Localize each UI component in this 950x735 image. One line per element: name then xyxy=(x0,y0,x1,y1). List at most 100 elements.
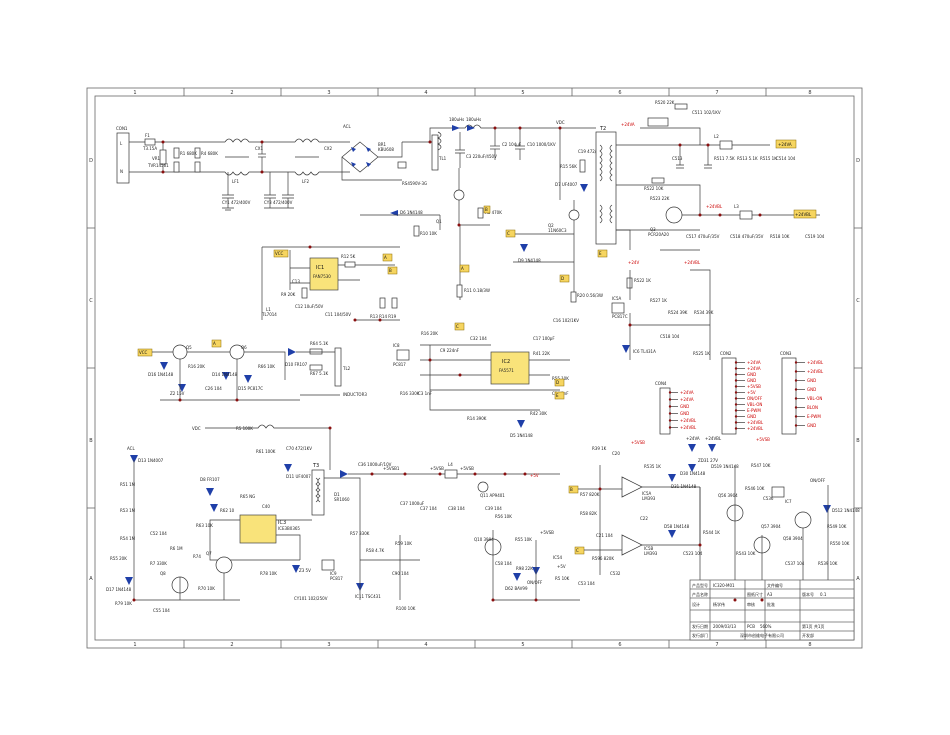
d1-value: SR1060 xyxy=(334,497,350,502)
connector-pin-node xyxy=(794,379,798,382)
l3-label: L3 xyxy=(734,204,739,209)
diode-d17 xyxy=(125,577,133,585)
diode-d62 xyxy=(513,573,521,581)
svg-text:TL2: TL2 xyxy=(342,366,351,371)
comparator-ic5a xyxy=(621,476,643,498)
ic9-label: IC9 xyxy=(330,571,337,576)
svg-text:C532: C532 xyxy=(610,571,621,576)
ic5b-name: LM393 xyxy=(644,551,658,556)
svg-text:产品型号: 产品型号 xyxy=(692,582,708,588)
connector-pin-node xyxy=(668,419,672,422)
zener-z6 xyxy=(210,504,218,512)
con3-label: CON3 xyxy=(780,351,792,356)
svg-text:R67 5.1K: R67 5.1K xyxy=(310,371,329,376)
connector-pin-node xyxy=(794,397,798,400)
svg-text:D6 1N4148: D6 1N4148 xyxy=(400,210,423,215)
row-label-a-right: A xyxy=(856,576,860,582)
svg-text:C12 10uF/50V: C12 10uF/50V xyxy=(295,304,324,309)
svg-text:D14 1N4148: D14 1N4148 xyxy=(212,372,238,377)
svg-text:R5 100K: R5 100K xyxy=(236,426,253,431)
pfc-diode-d3 xyxy=(467,125,475,131)
ic1-name: FAN7530 xyxy=(313,274,331,279)
col-label-1-top: 1 xyxy=(133,90,136,96)
svg-text:C519 104: C519 104 xyxy=(805,234,825,239)
standby-flyback-section: VDC R5 100K R61 100K C70 472/1KV D11 UF4… xyxy=(106,424,560,613)
d1-label: D1 xyxy=(334,492,340,497)
pfc-diode-d2 xyxy=(452,125,460,131)
svg-text:180uHs: 180uHs xyxy=(449,117,464,122)
connector-pin-label: GND xyxy=(747,372,756,377)
svg-text:版本号: 版本号 xyxy=(802,591,814,597)
diode-d7 xyxy=(580,184,588,192)
svg-text:R9 20K: R9 20K xyxy=(281,292,296,297)
q1-label: Q1 xyxy=(436,219,442,224)
tl431-ic6 xyxy=(622,345,630,353)
svg-text:D10 FR107: D10 FR107 xyxy=(285,362,308,367)
ic2-controller xyxy=(490,351,530,385)
connector-pin-label: GND xyxy=(680,411,689,416)
svg-text:C523 104: C523 104 xyxy=(683,551,703,556)
transistor-q58 xyxy=(794,511,812,529)
col-label-3-top: 3 xyxy=(327,90,330,96)
connector-pin-label: GND xyxy=(807,378,816,383)
diode-d13 xyxy=(130,455,138,463)
col-label-3-bottom: 3 xyxy=(327,642,330,648)
col-label-8-bottom: 8 xyxy=(808,642,811,648)
svg-text:C55 104: C55 104 xyxy=(153,608,170,613)
svg-text:C: C xyxy=(507,231,510,236)
svg-text:D62 BAV99: D62 BAV99 xyxy=(505,586,528,591)
inner-frame xyxy=(94,95,855,641)
svg-text:VDC: VDC xyxy=(192,426,201,431)
svg-text:A: A xyxy=(461,266,464,271)
ic9-name: PC817 xyxy=(330,576,343,581)
connector-pin-node xyxy=(794,388,798,391)
svg-text:C38 104: C38 104 xyxy=(448,506,465,511)
connector-pin-node xyxy=(734,427,738,430)
tag-vcc-ic1: VCC xyxy=(275,251,284,256)
lf2-choke xyxy=(294,138,320,176)
svg-text:R42 30K: R42 30K xyxy=(530,411,547,416)
svg-text:C21 104: C21 104 xyxy=(596,533,613,538)
svg-text:C26 104: C26 104 xyxy=(205,386,222,391)
tag-24vbl-out: +24VBL xyxy=(795,212,812,217)
svg-text:R66 10K: R66 10K xyxy=(258,364,275,369)
tag-5v-out: +5V xyxy=(530,473,539,478)
con4-connector xyxy=(659,387,671,435)
release-date: 2009/03/13 xyxy=(713,624,737,629)
svg-text:Q10 3904: Q10 3904 xyxy=(474,537,494,542)
connector-pin-node xyxy=(734,415,738,418)
svg-text:R63 10K: R63 10K xyxy=(196,523,213,528)
svg-text:R58 82K: R58 82K xyxy=(580,511,597,516)
resistor-r2 xyxy=(173,161,180,173)
svg-text:R543 10K: R543 10K xyxy=(736,551,756,556)
svg-text:IC5A: IC5A xyxy=(612,296,622,301)
svg-text:R64 5.1K: R64 5.1K xyxy=(310,341,329,346)
comparator-ic5b xyxy=(621,534,643,556)
ic3-standby-controller xyxy=(239,514,277,544)
svg-text:Q56 3904: Q56 3904 xyxy=(718,493,738,498)
svg-text:R15 56K: R15 56K xyxy=(560,164,577,169)
ic2-name: FA5571 xyxy=(499,368,514,373)
row-label-a-left: A xyxy=(89,576,93,582)
svg-text:R534 39K: R534 39K xyxy=(694,310,714,315)
svg-text:R4 680K: R4 680K xyxy=(201,151,218,156)
svg-text:R59 10K: R59 10K xyxy=(395,541,412,546)
svg-text:A: A xyxy=(384,255,387,260)
svg-text:R16 20K: R16 20K xyxy=(188,364,205,369)
svg-text:C2 104uF: C2 104uF xyxy=(502,142,522,147)
svg-text:R98 22K: R98 22K xyxy=(516,566,533,571)
col-label-4-bottom: 4 xyxy=(424,642,427,648)
diode-d14 xyxy=(222,372,230,380)
row-label-c-right: C xyxy=(856,298,860,304)
svg-text:PCB: PCB xyxy=(747,624,755,629)
diode-d15 xyxy=(244,375,252,383)
zener-z3 xyxy=(292,565,300,573)
svg-text:C518 470uF/35V: C518 470uF/35V xyxy=(730,234,764,239)
tag-acl-bottom: ACL xyxy=(127,446,135,451)
svg-text:R5 10K: R5 10K xyxy=(555,576,570,581)
col-label-6-top: 6 xyxy=(618,90,621,96)
connector-pin-node xyxy=(734,403,738,406)
svg-text:+24VBL: +24VBL xyxy=(684,260,701,265)
t2-label: T2 xyxy=(599,126,606,132)
svg-text:设计: 设计 xyxy=(692,601,700,607)
